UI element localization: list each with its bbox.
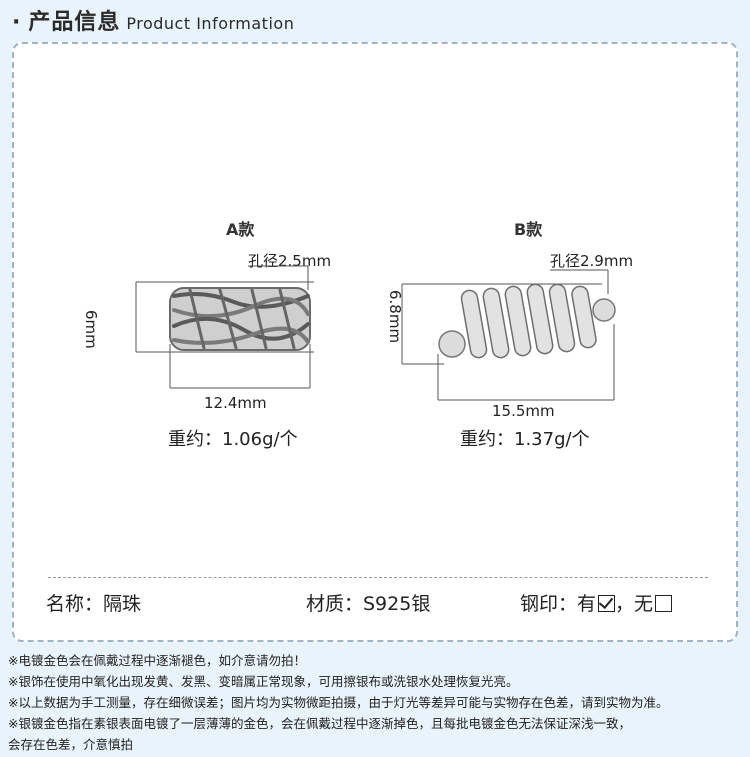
variant-b-length: 15.5mm <box>492 402 555 420</box>
page-title: 产品信息 <box>28 10 121 35</box>
variant-a-label: A款 <box>226 220 255 239</box>
note-item: ※电镀金色会在佩戴过程中逐渐褪色，如介意请勿拍！ <box>8 653 306 668</box>
variant-a-length: 12.4mm <box>204 394 267 412</box>
stamp-yes-checkbox <box>598 595 616 612</box>
variant-b-height: 6.8mm <box>386 290 404 344</box>
variant-a-weight: 重约：1.06g/个 <box>168 429 298 450</box>
variant-b-hole: 孔径2.9mm <box>550 252 634 270</box>
variant-b-dim-lines <box>401 269 615 401</box>
spec-material: 材质：S925银 <box>306 593 431 615</box>
product-info-card: A款 孔径2.5mm 6mm 12.4mm 重约：1.06g/个 <box>12 42 738 642</box>
variant-b-label: B款 <box>514 220 543 239</box>
variant-b-weight: 重约：1.37g/个 <box>460 429 590 450</box>
note-item: ※以上数据为手工测量，存在细微误差；图片均为实物微距拍摄，由于灯光等差异可能与实… <box>8 695 669 710</box>
section-header: · 产品信息 Product Information <box>12 4 294 38</box>
note-item: ※银镀金色指在素银表面电镀了一层薄薄的金色，会在佩戴过程中逐渐掉色，且每批电镀金… <box>8 716 631 731</box>
spec-stamp-label: 钢印：有 <box>520 593 597 615</box>
bead-a-image <box>169 287 311 351</box>
spec-stamp-sep: ，无 <box>615 593 654 615</box>
divider <box>48 577 708 578</box>
note-item: ※银饰在使用中氧化出现发黄、发黑、变暗属正常现象，可用擦银布或洗银水处理恢复光亮… <box>8 674 519 689</box>
notes-list: ※电镀金色会在佩戴过程中逐渐褪色，如介意请勿拍！ ※银饰在使用中氧化出现发黄、发… <box>8 650 744 755</box>
page-subtitle: Product Information <box>126 14 295 33</box>
variant-a-dim-lines <box>135 265 314 389</box>
stamp-no-checkbox <box>655 595 673 612</box>
note-item: 会存在色差，介意慎拍 <box>8 737 134 752</box>
bead-b-image <box>438 283 616 359</box>
header-bullet: · <box>12 10 21 35</box>
product-diagram <box>135 265 616 401</box>
spec-stamp: 钢印：有 ，无 <box>520 589 673 616</box>
spec-name: 名称：隔珠 <box>46 593 142 615</box>
